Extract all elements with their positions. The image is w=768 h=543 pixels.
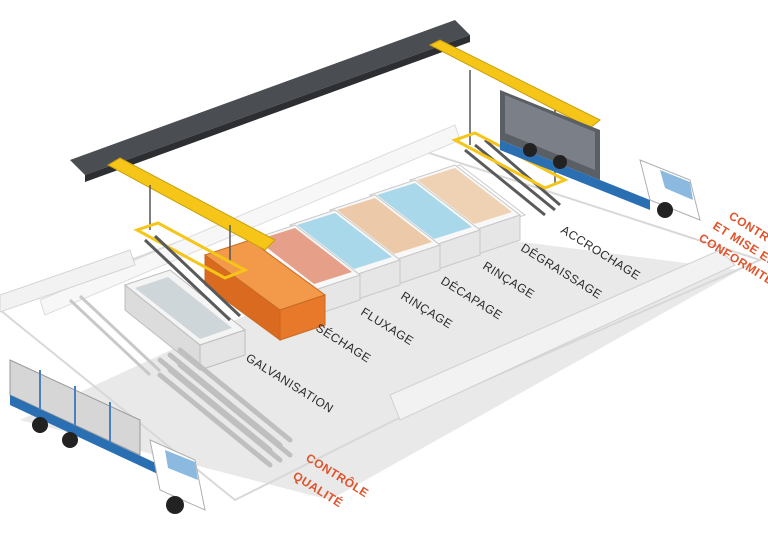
back-wall [39, 124, 461, 316]
left-wall [0, 249, 136, 313]
pipe-stack-finished [157, 347, 293, 468]
crane-left [106, 157, 276, 322]
truck-right [500, 90, 701, 221]
tank-sechage [203, 239, 327, 341]
overhead-rail [70, 20, 470, 182]
tank-rincage-1 [368, 179, 482, 271]
pipe-rack-accrochage [464, 138, 561, 217]
truck-left [9, 359, 206, 514]
crane-right [428, 39, 601, 190]
right-wall [389, 249, 736, 421]
tank-rincage-2 [288, 209, 402, 301]
floor-shadow [20, 230, 740, 500]
pipe-rack-left [68, 294, 162, 377]
tank-decapage [328, 194, 442, 286]
